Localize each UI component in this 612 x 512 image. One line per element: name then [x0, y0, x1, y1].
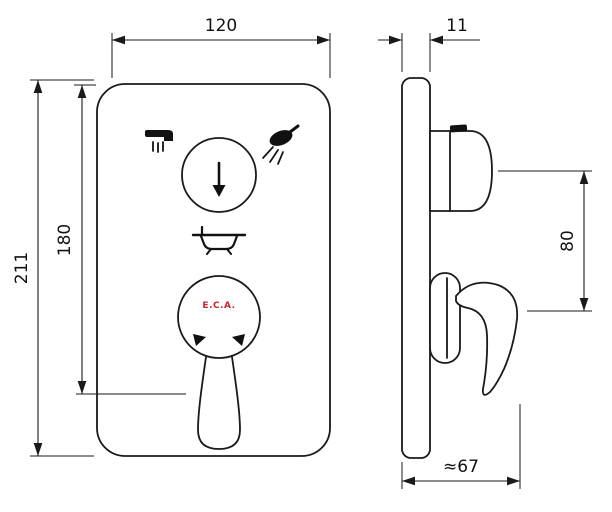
- side-lever-handle: [455, 281, 519, 396]
- shower-head-icon: [262, 124, 300, 165]
- dim-label-projection: ≈67: [443, 457, 479, 477]
- lever-handle-front: [197, 349, 241, 450]
- dim-label-spacing: 80: [558, 230, 578, 252]
- side-handle-escutcheon: [429, 272, 461, 364]
- dim-label-front-width: 120: [205, 16, 237, 36]
- dim-label-overall-height: 211: [12, 252, 32, 284]
- spout-icon: [145, 130, 173, 153]
- side-view: [401, 77, 519, 459]
- bathtub-icon: [191, 225, 247, 255]
- indicator-triangle-left: [193, 334, 206, 346]
- side-plate: [401, 77, 431, 459]
- front-plate: [96, 83, 331, 457]
- dimensions: 120 211 180 11 80 ≈67: [12, 16, 592, 489]
- front-view: E.C.A.: [96, 83, 331, 457]
- handle-escutcheon-front: [177, 275, 261, 359]
- side-valve-body: [429, 130, 493, 212]
- side-valve-detail: [449, 124, 468, 133]
- brand-logo: E.C.A.: [202, 301, 235, 311]
- arrow-down-icon: [212, 161, 226, 197]
- dim-label-inner-height: 180: [55, 224, 75, 256]
- indicator-triangle-right: [232, 334, 245, 346]
- dim-label-thickness: 11: [446, 16, 468, 36]
